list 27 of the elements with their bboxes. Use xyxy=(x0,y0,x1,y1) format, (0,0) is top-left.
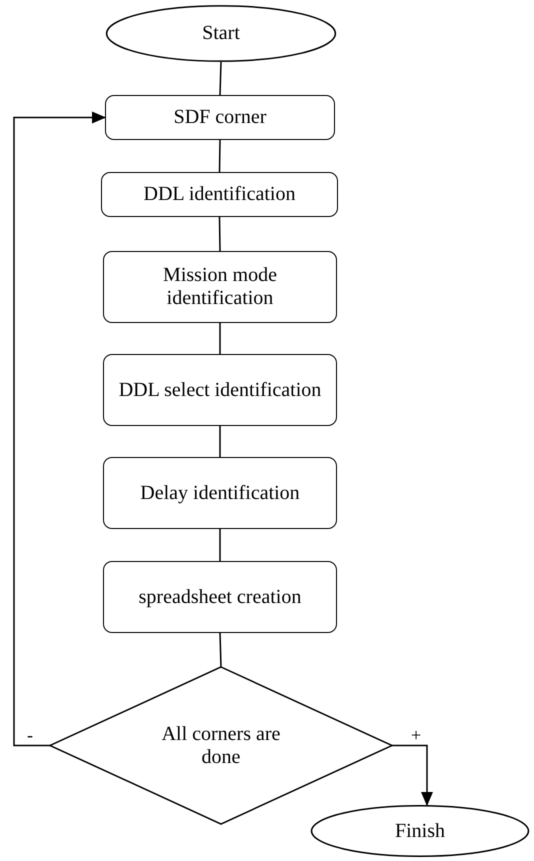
connector-line xyxy=(219,529,221,561)
process-box xyxy=(103,251,337,323)
connector-line xyxy=(219,632,222,668)
connector-line xyxy=(219,323,221,354)
arrow xyxy=(392,744,433,806)
connector-line xyxy=(219,62,222,96)
terminal-ellipse xyxy=(105,5,337,62)
decision-diamond xyxy=(50,667,392,824)
node-label: spreadsheet creation xyxy=(138,586,302,608)
process-box xyxy=(103,561,337,633)
node-label: DDL identification xyxy=(142,183,296,206)
terminal-ellipse xyxy=(310,805,530,857)
node-label: All corners are done xyxy=(160,722,282,768)
connector-line xyxy=(219,426,221,457)
node-label: DDL select identification xyxy=(118,378,322,402)
connector-line xyxy=(218,216,221,252)
arrow xyxy=(13,112,106,746)
process-box xyxy=(105,95,335,140)
node-label: Mission mode identification xyxy=(162,264,278,310)
node-label: Delay identification xyxy=(139,482,301,504)
process-box xyxy=(103,354,337,426)
process-box xyxy=(101,172,338,217)
node-label: SDF corner xyxy=(172,106,268,129)
connector-line xyxy=(218,140,221,172)
node-label: Finish xyxy=(394,820,446,842)
process-box xyxy=(103,457,337,529)
node-label: Start xyxy=(201,22,241,45)
